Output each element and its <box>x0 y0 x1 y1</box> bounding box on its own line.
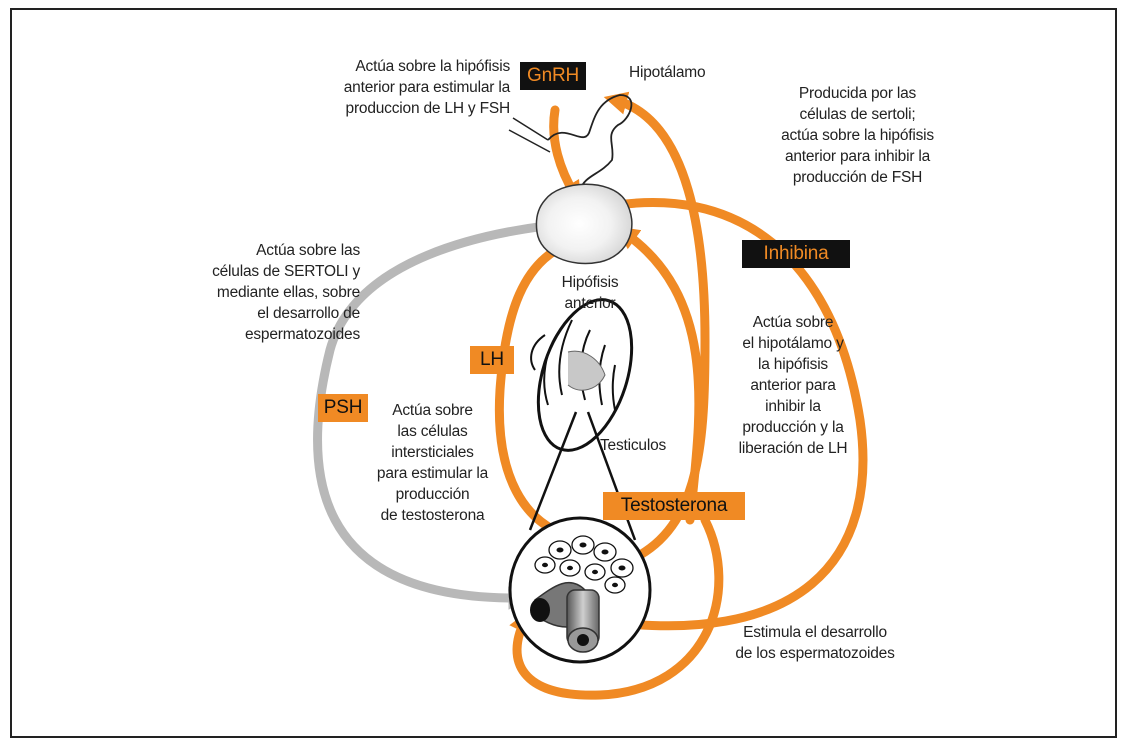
inhibina-note-line-2: células de sertoli; <box>799 106 916 123</box>
testosterona-local-line-1: Estimula el desarrollo <box>743 624 887 641</box>
lh-note-line-5: producción <box>395 486 470 503</box>
fsh-note-line-5: espermatozoides <box>244 326 360 343</box>
fsh-pathway-arrow <box>313 217 590 610</box>
testosterone-local-arrow <box>509 515 724 700</box>
testosterona-local-line-2: de los espermatozoides <box>735 645 895 662</box>
inhibina-pathway-arrow <box>588 194 868 631</box>
testosterona-feedback-line-7: liberación de LH <box>738 440 848 457</box>
lh-label: LH <box>470 346 514 374</box>
lh-note-line-3: intersticiales <box>391 444 474 461</box>
testosterona-label: Testosterona <box>603 492 745 520</box>
inhibina-note: Producida por las células de sertoli; ac… <box>755 83 960 188</box>
fsh-note-line-1: Actúa sobre las <box>256 242 360 259</box>
hipofisis-label: Hipófisis anterior <box>545 272 635 314</box>
testosterona-local-note: Estimula el desarrollo de los espermatoz… <box>715 622 915 664</box>
gnrh-note-line-3: produccion de LH y FSH <box>345 100 511 117</box>
pituitary-gland <box>535 183 633 265</box>
hipotalamo-label: Hipotálamo <box>629 64 706 81</box>
lh-note-line-4: para estimular la <box>376 465 489 482</box>
lh-note-line-1: Actúa sobre <box>392 402 473 419</box>
fsh-label: PSH <box>318 394 368 422</box>
testosterone-to-pituitary-arrow <box>615 226 704 525</box>
testosterona-feedback-line-6: producción y la <box>742 419 844 436</box>
testiculos-label: Testiculos <box>600 437 667 454</box>
hipofisis-line-2: anterior <box>564 295 616 312</box>
hipofisis-line-1: Hipófisis <box>561 274 619 291</box>
testosterona-feedback-line-1: Actúa sobre <box>752 314 834 331</box>
gnrh-note-line-1: Actúa sobre la hipófisis <box>355 58 510 75</box>
fsh-note: Actúa sobre las células de SERTOLI y med… <box>180 240 360 345</box>
lh-note-line-2: las células <box>397 423 468 440</box>
fsh-note-line-3: mediante ellas, sobre <box>216 284 360 301</box>
testosterona-feedback-line-2: el hipotálamo y <box>742 335 844 352</box>
inhibina-note-line-3: actúa sobre la hipófisis <box>781 127 934 144</box>
inhibina-label: Inhibina <box>742 240 850 268</box>
gnrh-note: Actúa sobre la hipófisis anterior para e… <box>290 56 510 119</box>
lh-note-line-6: de testosterona <box>380 507 485 524</box>
inhibina-note-line-4: anterior para inhibir la <box>784 148 931 165</box>
seminiferous-tubule-drawing <box>508 516 652 664</box>
inhibina-note-line-5: producción de FSH <box>792 169 923 186</box>
testosterona-feedback-note: Actúa sobre el hipotálamo y la hipófisis… <box>728 312 858 459</box>
gnrh-pathway-arrow <box>549 105 582 206</box>
testicle-drawing <box>530 298 634 452</box>
lh-note: Actúa sobre las células intersticiales p… <box>355 400 510 526</box>
gnrh-note-line-2: anterior para estimular la <box>343 79 510 96</box>
testosterona-feedback-line-5: inhibir la <box>765 398 821 415</box>
hypothalamus-drawing <box>508 94 633 191</box>
testosterona-feedback-line-4: anterior para <box>750 377 836 394</box>
gnrh-label: GnRH <box>520 62 586 90</box>
diagram-frame <box>10 8 1117 738</box>
zoom-line-left <box>528 411 578 531</box>
fsh-note-line-2: células de SERTOLI y <box>212 263 360 280</box>
fsh-note-line-4: el desarrollo de <box>257 305 360 322</box>
testosterona-feedback-line-3: la hipófisis <box>758 356 828 373</box>
inhibina-note-line-1: Producida por las <box>798 85 917 102</box>
